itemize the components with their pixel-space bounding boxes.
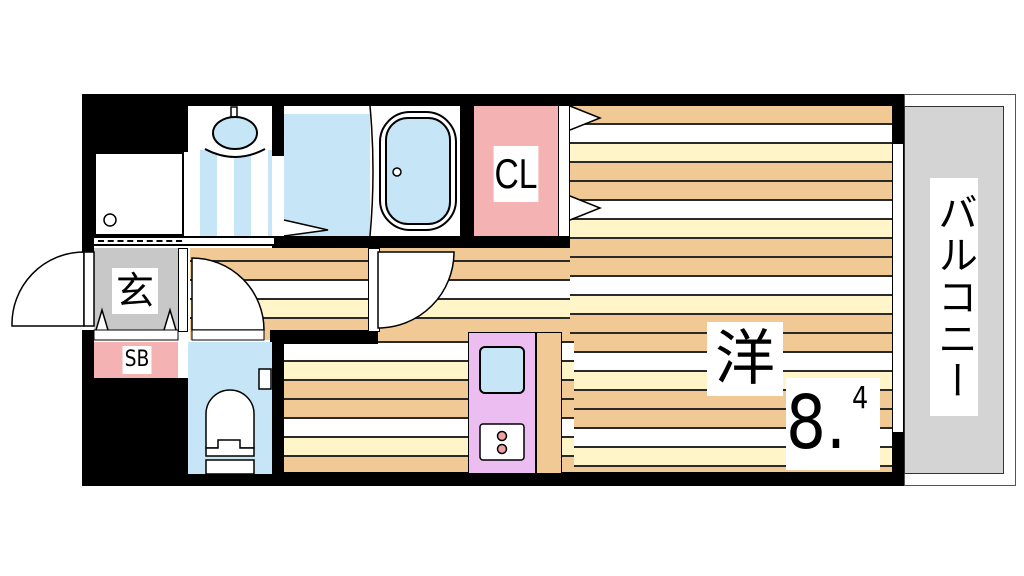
bathtub-icon bbox=[369, 105, 457, 237]
wall-wash-bath bbox=[272, 100, 284, 156]
toilet-icon bbox=[205, 389, 255, 475]
room-size-main: 8. bbox=[786, 380, 847, 466]
kitchen-side-panel bbox=[536, 332, 562, 474]
wall-mass-topleft bbox=[82, 94, 188, 152]
shoe-box-label: SB bbox=[122, 346, 152, 374]
closet-door-frame bbox=[558, 106, 570, 236]
washroom bbox=[188, 106, 272, 236]
outer-wall-top bbox=[82, 94, 904, 106]
wall-bath-cl bbox=[460, 100, 474, 246]
room-size-label: 8. 4 bbox=[786, 378, 880, 470]
entrance-door-icon bbox=[11, 251, 95, 327]
balcony-label: バルコニー bbox=[930, 178, 978, 416]
western-room-label: 洋 bbox=[707, 322, 783, 396]
entrance-right-frame bbox=[178, 248, 188, 332]
wall-right-lower bbox=[892, 432, 904, 486]
kitchen-sink-icon bbox=[479, 346, 525, 394]
wall-bath-bottom bbox=[272, 236, 570, 248]
bath-door-icon bbox=[283, 219, 329, 237]
wall-cl-lower bbox=[556, 236, 570, 248]
room-size-decimal: 4 bbox=[852, 381, 869, 416]
balcony-window bbox=[892, 144, 904, 432]
step-markers bbox=[93, 307, 179, 341]
entrance-label: 玄 bbox=[112, 268, 158, 314]
closet-door-icon bbox=[569, 105, 603, 221]
partition-dashed bbox=[94, 236, 274, 246]
drain-icon bbox=[103, 213, 117, 227]
closet-label: CL bbox=[493, 146, 539, 202]
stove-icon bbox=[479, 423, 525, 461]
paper-holder-icon bbox=[258, 368, 272, 390]
wall-right-upper bbox=[892, 94, 904, 144]
wall-corridor-bottom bbox=[270, 330, 378, 344]
toilet-door-swing-icon bbox=[191, 257, 265, 341]
wall-mass-bottomleft bbox=[82, 378, 188, 486]
sink-icon bbox=[204, 106, 266, 158]
wall-toilet-right bbox=[272, 340, 284, 480]
room-door-swing-icon bbox=[377, 251, 455, 329]
outer-wall-bottom bbox=[82, 472, 904, 486]
